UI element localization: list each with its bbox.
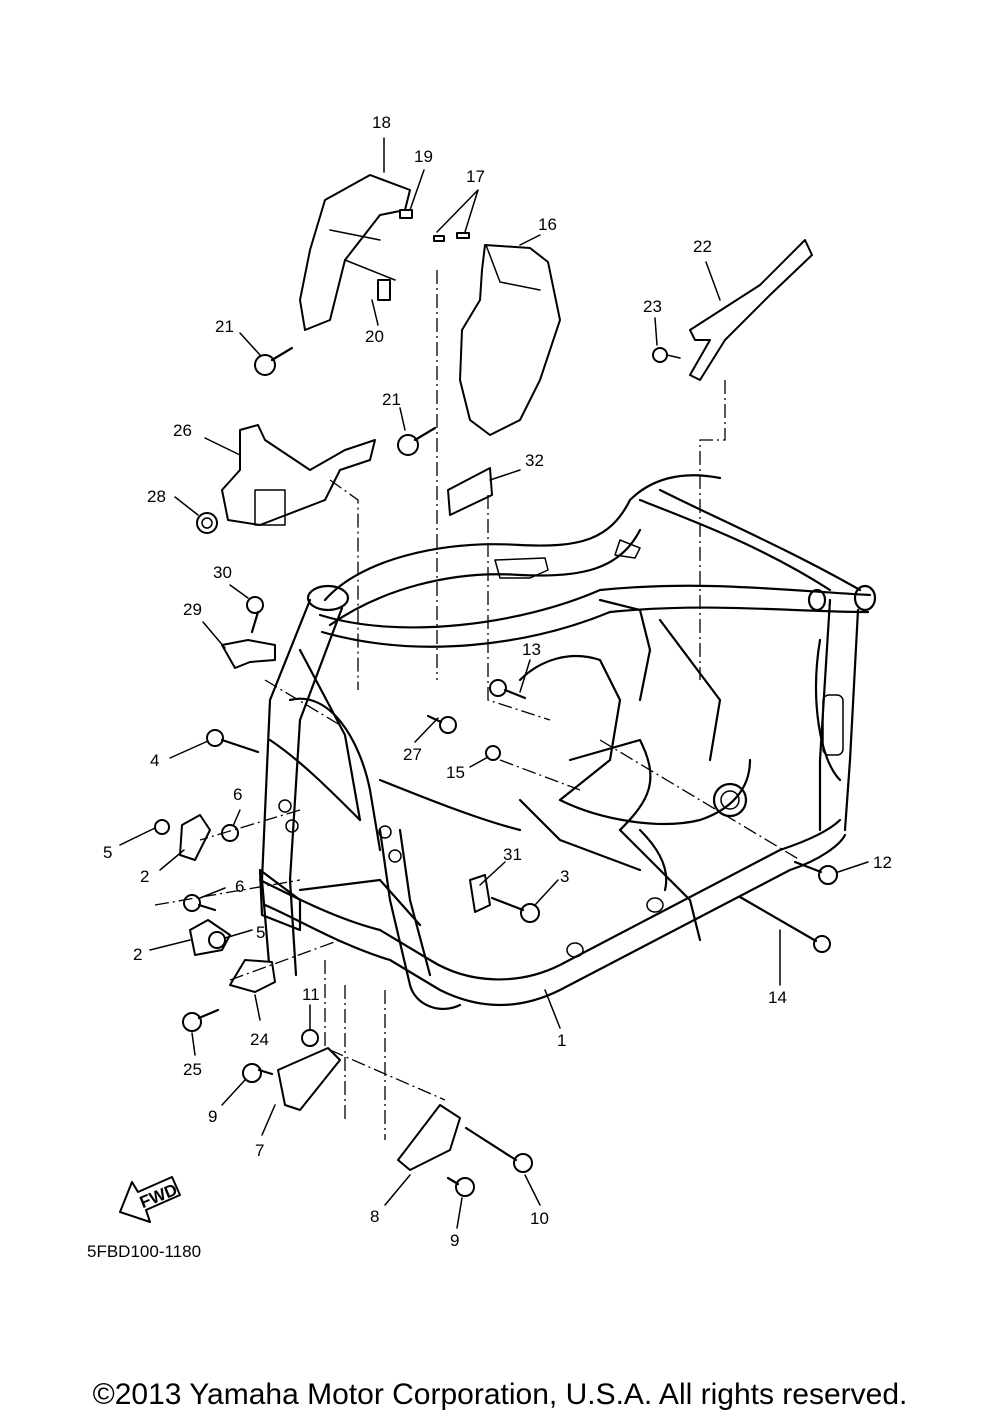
callout-5a: 5 [103,843,112,862]
shaft-14 [738,895,831,953]
bolt-21-lower [397,426,437,456]
callout-9a: 9 [208,1107,217,1126]
bolt-3 [490,896,540,923]
clip-19 [399,209,413,219]
callout-8: 8 [370,1207,379,1226]
callout-6a: 6 [233,785,242,804]
callout-2b: 2 [133,945,142,964]
bracket-24 [229,959,276,993]
callout-19: 19 [414,147,433,166]
bracket-2-upper [179,814,211,861]
callout-31: 31 [503,845,522,864]
callout-25: 25 [183,1060,202,1079]
damper-20 [377,279,391,301]
leader-lines [119,137,869,1229]
callout-27: 27 [403,745,422,764]
callout-21a: 21 [215,317,234,336]
bolt-27 [426,714,457,734]
bolt-6-lower [183,894,217,912]
callout-14: 14 [768,988,787,1007]
callout-3: 3 [560,867,569,886]
callout-16: 16 [538,215,557,234]
callout-numbers: 18 19 17 16 22 23 21 20 21 32 26 28 30 2… [103,113,892,1250]
diagram-code: 5FBD100-1180 [87,1242,201,1261]
main-frame [258,474,877,1010]
bolt-9-left [242,1063,274,1083]
callout-29: 29 [183,600,202,619]
callout-32: 32 [525,451,544,470]
callout-6b: 6 [235,877,244,896]
bracket-26 [221,424,376,526]
bolt-9-right [446,1176,475,1197]
fwd-arrow-icon: FWD [119,1176,181,1223]
washer-15 [485,745,501,761]
stay-22 [689,239,813,381]
assembly-lines [154,270,801,1140]
washer-11 [301,1029,319,1047]
callout-18: 18 [372,113,391,132]
callout-28: 28 [147,487,166,506]
bolt-30 [246,596,264,634]
copyright-notice: ©2013 Yamaha Motor Corporation, U.S.A. A… [92,1378,908,1411]
callout-24: 24 [250,1030,269,1049]
cover-16 [459,244,561,436]
callout-30: 30 [213,563,232,582]
label-32 [447,467,493,516]
callout-21b: 21 [382,390,401,409]
callout-22: 22 [693,237,712,256]
bolt-12 [793,860,838,885]
callout-20: 20 [365,327,384,346]
bolt-23 [652,347,681,363]
right-side-cover-18 [299,174,411,331]
bolt-25 [182,1008,220,1032]
grommet-28 [196,512,218,534]
callout-9b: 9 [450,1231,459,1250]
callout-1: 1 [557,1031,566,1050]
plate-7 [277,1047,341,1111]
callout-17: 17 [466,167,485,186]
bracket-29 [221,639,276,669]
fwd-label: FWD [137,1180,180,1212]
callout-23: 23 [643,297,662,316]
bolt-21-upper [254,346,294,376]
nut-5-upper [154,819,170,835]
callout-12: 12 [873,853,892,872]
plate-8 [397,1104,461,1171]
callout-15: 15 [446,763,465,782]
callout-26: 26 [173,421,192,440]
callout-7: 7 [255,1141,264,1160]
callout-13: 13 [522,640,541,659]
callout-10: 10 [530,1209,549,1228]
nut-5-lower [208,931,226,949]
callout-2a: 2 [140,867,149,886]
plate-31 [469,874,491,913]
bolt-10 [464,1126,533,1173]
callout-4: 4 [150,751,159,770]
callout-5b: 5 [256,923,265,942]
bolt-4 [206,729,260,754]
callout-11: 11 [302,985,320,1004]
labels-17 [433,232,470,242]
bolt-13 [489,679,527,700]
